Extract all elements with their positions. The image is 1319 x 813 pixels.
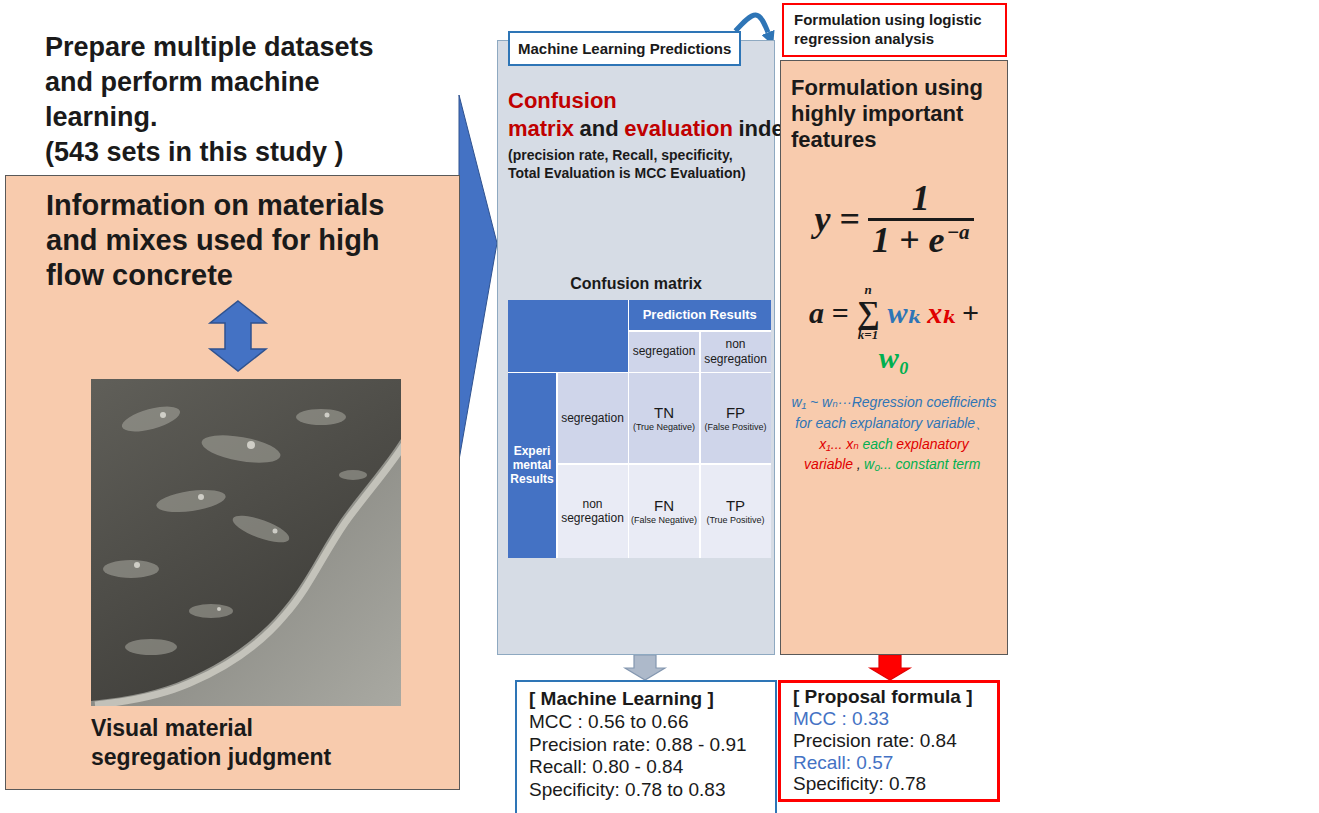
source-box: Information on materials and mixes used … <box>5 175 460 790</box>
text-group: [ Machine Learning ]MCC : 0.56 to 0.66Pr… <box>529 688 763 802</box>
text-group: Formulation using highly important featu… <box>791 75 997 153</box>
box-text: + <box>962 296 979 329</box>
box-text: Formulation using logistic regression an… <box>794 11 982 47</box>
table-cell-text: (True Negative) <box>633 422 695 433</box>
box-text: xₖ <box>927 296 958 329</box>
connector-arrow <box>735 15 768 32</box>
table-cell <box>508 300 628 372</box>
formula-result-box: [ Proposal formula ]MCC : 0.33Precision … <box>778 680 1000 802</box>
table-cell: non segregation <box>558 465 628 558</box>
box-text: 1 + e <box>872 221 945 261</box>
connector-arrow <box>870 655 910 680</box>
panel-header: Machine Learning Predictions <box>508 31 741 66</box>
surface-sheen <box>103 402 367 655</box>
table-cell-text: (False Positive) <box>704 422 766 433</box>
box-text: y = <box>814 200 860 240</box>
box-text: Recall: 0.80 - 0.84 <box>529 756 763 779</box>
box-text: w₀... constant term <box>864 456 980 472</box>
table-cell-text: TP <box>726 497 745 515</box>
connector-arrow <box>625 655 665 680</box>
box-text: Recall: 0.57 <box>793 752 985 774</box>
table-cell-text: non segregation <box>558 497 628 526</box>
confusion-matrix-table: Prediction Results segregation non segrega… <box>508 300 771 558</box>
box-text: wₖ <box>887 296 923 329</box>
table-cell-text: Experi mental Results <box>510 444 553 487</box>
concrete-mass <box>91 379 401 701</box>
text-group: Machine Learning Predictions <box>518 40 731 57</box>
double-arrow <box>210 301 266 371</box>
text-group: Confusion matrixandevaluationindexs <box>508 87 762 142</box>
table-cell-text: segregation <box>561 411 624 425</box>
table-cell-text: non segregation <box>701 337 771 366</box>
text-group: a =n∑k=1wₖxₖ+w₀ <box>791 283 997 374</box>
box-text: 1 <box>912 178 930 218</box>
text-group: Formulation using logistic regression an… <box>794 11 995 49</box>
connector-arrow <box>459 95 497 460</box>
box-text: Formulation using highly important featu… <box>791 75 983 152</box>
box-text: MCC : 0.56 to 0.66 <box>529 711 763 734</box>
table-cell-text: (False Negative) <box>631 515 697 526</box>
table-cell: FN(False Negative) <box>629 465 699 558</box>
box-text: Confusion matrix <box>570 275 702 292</box>
table-cell: FP(False Positive) <box>701 373 771 463</box>
ml-panel: Machine Learning PredictionsConfusion ma… <box>497 40 775 655</box>
text-group: 1 <box>912 179 930 219</box>
box-text: and <box>580 116 619 141</box>
box-text: w₁ ~ wₙ···Regression coefficients for ea… <box>792 394 997 431</box>
table-cell: TP(True Positive) <box>701 465 771 558</box>
box-text: Visual material segregation judgment <box>91 715 331 770</box>
box-text: Specificity: 0.78 <box>793 773 985 795</box>
table-cell: Experi mental Results <box>508 373 556 558</box>
text-group: n∑k=1 <box>855 283 882 341</box>
box-text: (precision rate, Recall, specificity, To… <box>508 147 746 181</box>
text-group: Visual material segregation judgment <box>91 714 381 772</box>
box-text: Precision rate: 0.88 - 0.91 <box>529 734 763 757</box>
box-text: ∑ <box>857 296 880 328</box>
table-cell: non segregation <box>701 332 771 372</box>
box-text: a = <box>809 296 849 329</box>
text-group: 1 + e−a <box>868 218 974 261</box>
table-cell-text: TN <box>654 404 674 422</box>
box-text: Specificity: 0.78 to 0.83 <box>529 779 763 802</box>
flow-plate <box>91 379 401 706</box>
text-group: w₁ ~ wₙ···Regression coefficients for ea… <box>791 392 997 475</box>
text-group: [ Proposal formula ]MCC : 0.33Precision … <box>793 686 985 795</box>
box-text: MCC : 0.33 <box>793 708 985 730</box>
table-cell-text: Prediction Results <box>643 307 757 323</box>
table-cell-text: FP <box>726 404 745 422</box>
intro-text-block: Prepare multiple datasets and perform ma… <box>45 30 405 170</box>
text-group: Information on materials and mixes used … <box>46 188 406 292</box>
method-label-box: Formulation using logistic regression an… <box>782 3 1007 57</box>
table-cell-text: FN <box>654 497 674 515</box>
box-text: Precision rate: 0.84 <box>793 730 985 752</box>
table-cell: segregation <box>558 373 628 463</box>
box-text: , <box>857 456 861 472</box>
table-cell: Prediction Results <box>629 300 771 330</box>
text-group: Confusion matrix <box>498 275 774 293</box>
box-text: n <box>864 283 871 296</box>
box-text: k=1 <box>858 328 878 341</box>
box-text: Information on materials and mixes used … <box>46 189 384 291</box>
box-text: x₁... xₙ <box>819 436 859 452</box>
table-cell-text: segregation <box>633 344 696 358</box>
text-group: 11 + e−a <box>868 179 974 261</box>
box-text: each <box>862 436 892 452</box>
surface-highlights <box>134 412 330 611</box>
intro-text: Prepare multiple datasets and perform ma… <box>45 30 405 135</box>
text-group: y =11 + e−a <box>791 179 997 261</box>
concrete-photo <box>91 379 401 706</box>
box-text: evaluation <box>624 116 733 141</box>
box-text: Machine Learning Predictions <box>518 40 731 57</box>
intro-text: (543 sets in this study ) <box>45 135 405 170</box>
box-text: [ Machine Learning ] <box>529 688 763 711</box>
box-text: −a <box>946 221 969 244</box>
box-text: w₀ <box>879 341 909 374</box>
text-group: (precision rate, Recall, specificity, To… <box>508 146 762 182</box>
table-cell-text: (True Positive) <box>706 515 764 526</box>
table-cell: TN(True Negative) <box>629 373 699 463</box>
box-text: [ Proposal formula ] <box>793 686 985 708</box>
formula-panel: Formulation using highly important featu… <box>780 60 1008 655</box>
ml-result-box: [ Machine Learning ]MCC : 0.56 to 0.66Pr… <box>515 680 777 813</box>
table-cell: segregation <box>629 332 699 372</box>
